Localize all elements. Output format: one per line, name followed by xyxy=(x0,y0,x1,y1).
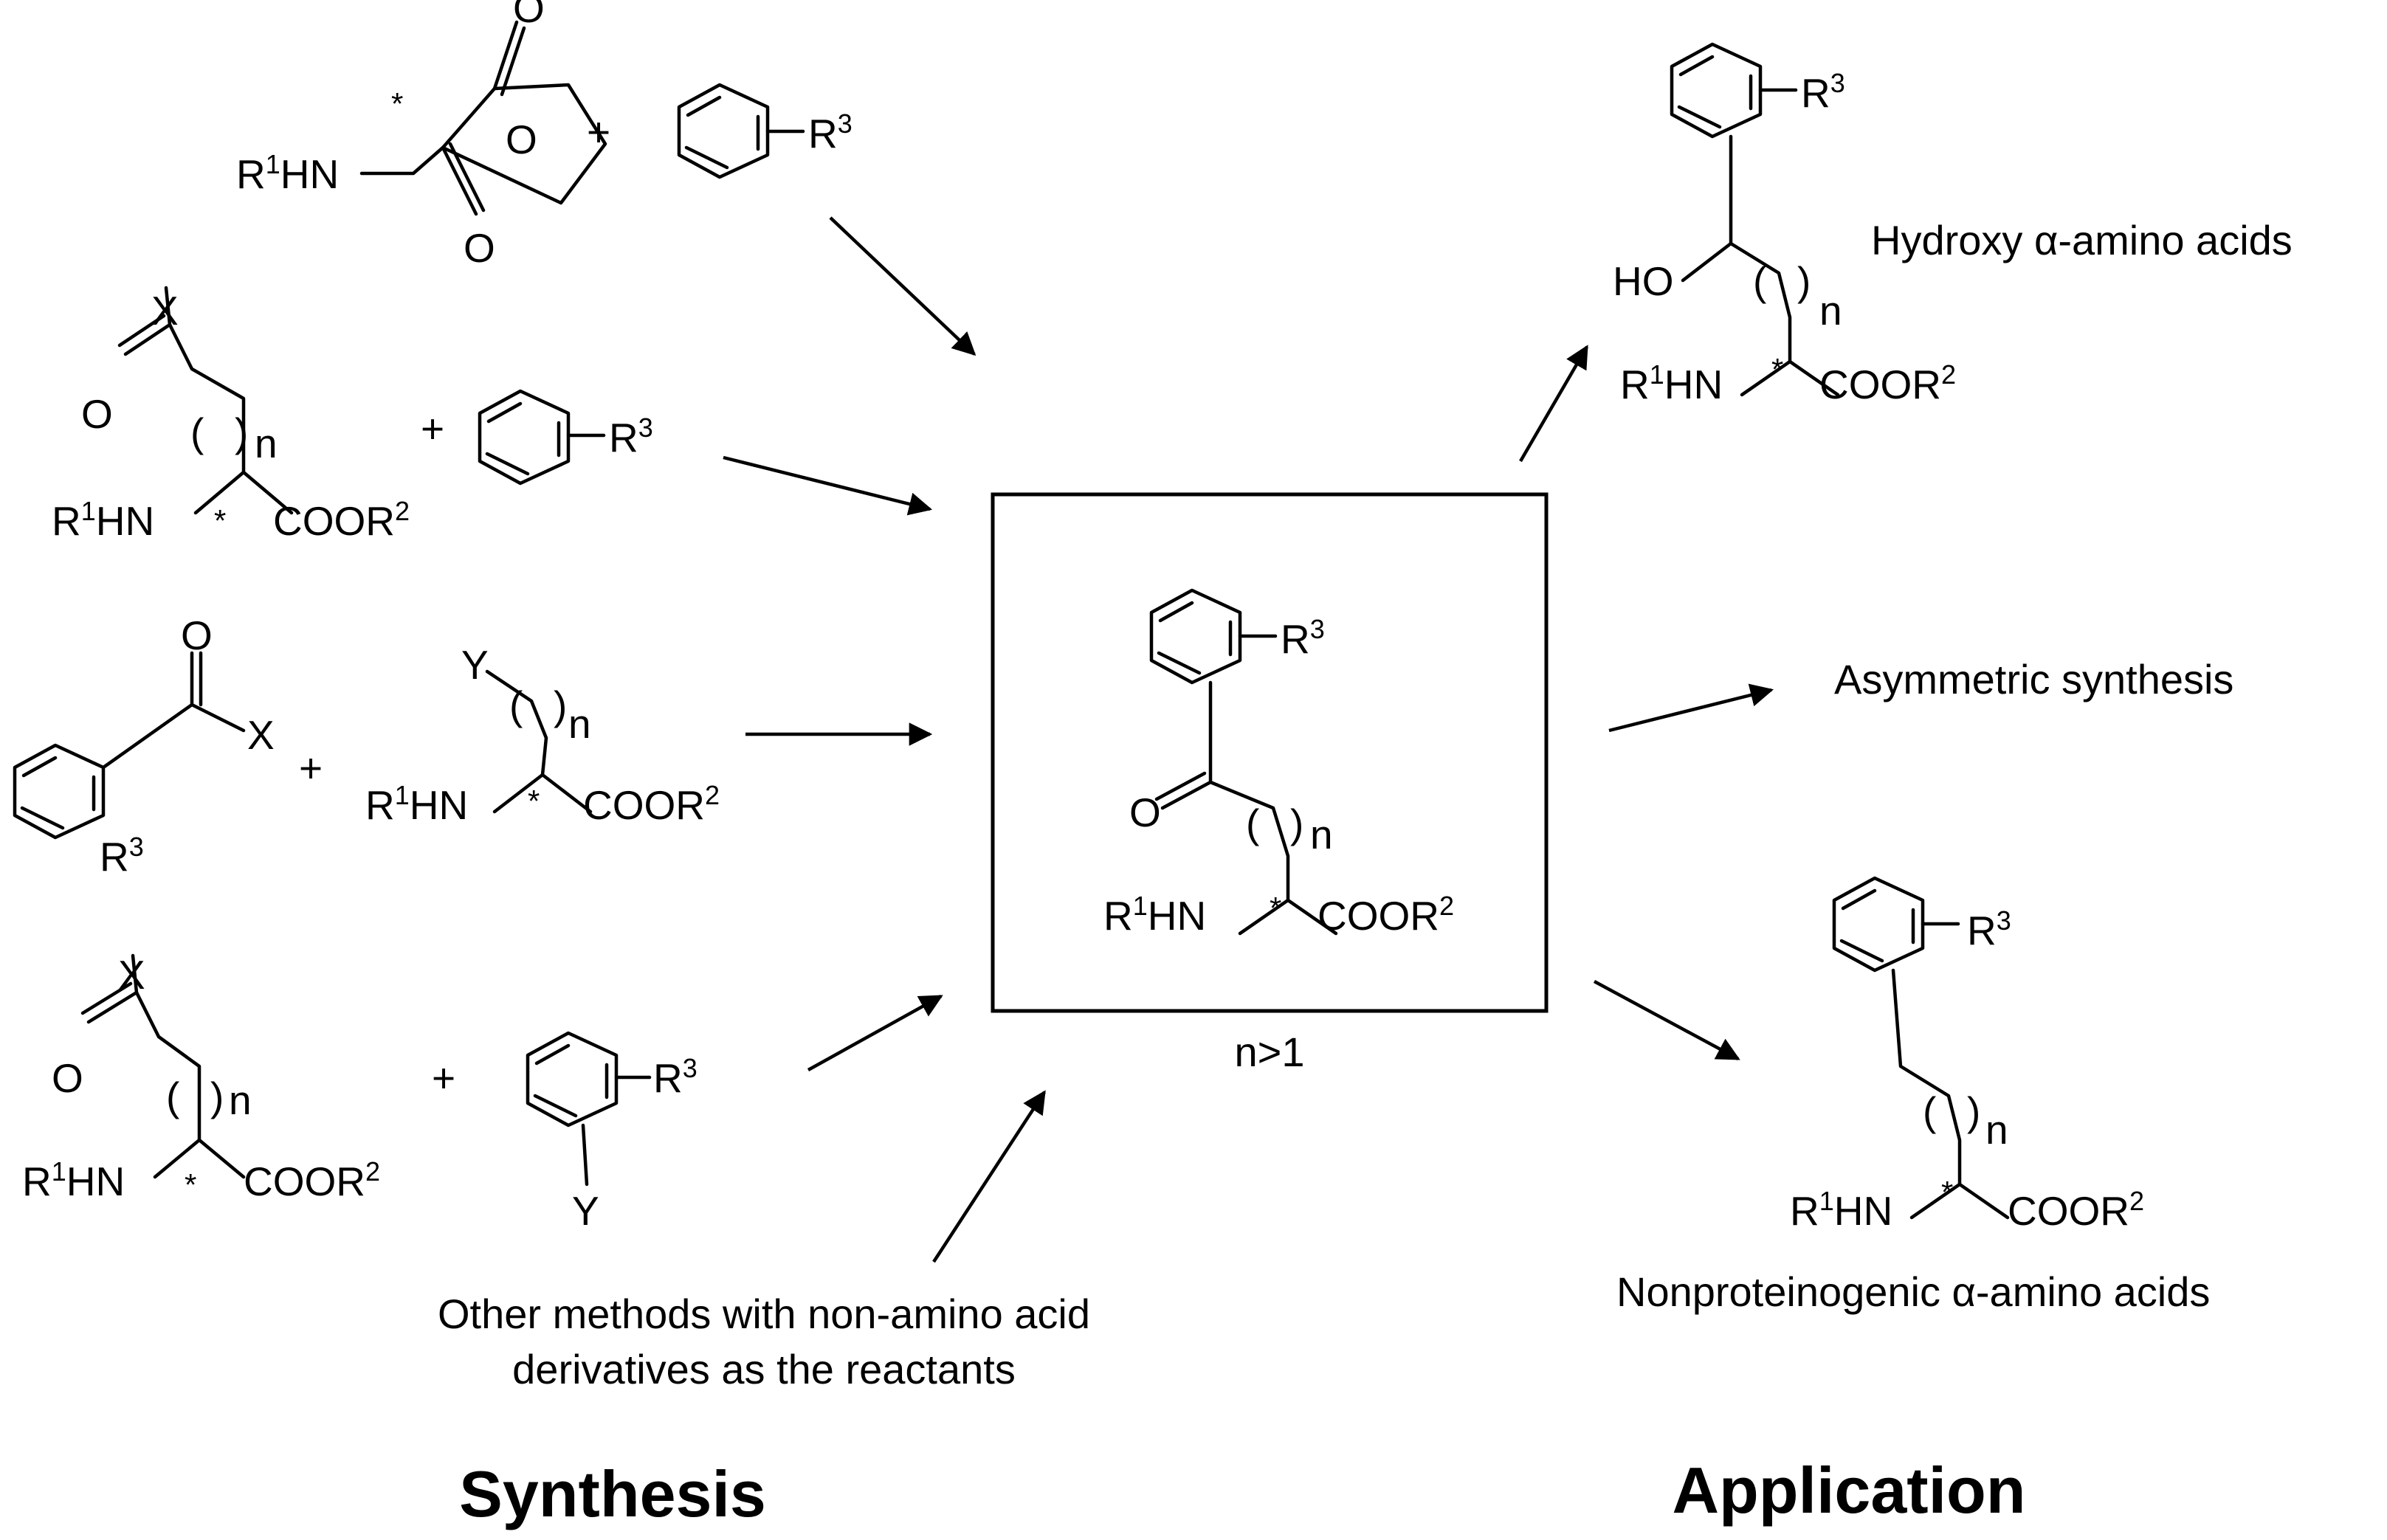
svg-text:(: ( xyxy=(509,683,523,728)
svg-text:COOR2: COOR2 xyxy=(2008,1186,2144,1234)
condition-label: n>1 xyxy=(1235,1029,1305,1075)
caption-hydroxy: Hydroxy α-amino acids xyxy=(1871,217,2293,263)
svg-text:*: * xyxy=(1270,891,1281,925)
svg-text:HO: HO xyxy=(1613,258,1674,304)
svg-text:O: O xyxy=(52,1055,83,1101)
svg-text:R3: R3 xyxy=(1801,68,1845,116)
svg-text:): ) xyxy=(235,410,248,455)
svg-text:COOR2: COOR2 xyxy=(273,496,410,544)
svg-text:(: ( xyxy=(190,410,204,455)
svg-text:n: n xyxy=(255,421,278,466)
svg-text:): ) xyxy=(1797,258,1811,304)
arrow-synthesis-2 xyxy=(723,455,933,516)
svg-text:R3: R3 xyxy=(100,832,144,880)
svg-text:n: n xyxy=(1819,288,1842,334)
svg-text:COOR2: COOR2 xyxy=(583,780,720,828)
svg-text:R1HN: R1HN xyxy=(1103,891,1206,939)
svg-text:X: X xyxy=(151,288,179,334)
svg-text:+: + xyxy=(432,1055,455,1101)
svg-text:R3: R3 xyxy=(609,412,653,460)
caption-other-methods-1: Other methods with non-amino acid xyxy=(438,1291,1090,1337)
svg-text:R1HN: R1HN xyxy=(365,780,468,828)
arrow-synthesis-4 xyxy=(807,995,943,1071)
svg-text:): ) xyxy=(554,683,567,728)
heading-application: Application xyxy=(1672,1454,2025,1527)
svg-text:+: + xyxy=(421,406,444,452)
arrow-application-1 xyxy=(1519,345,1588,463)
product-box xyxy=(991,492,1549,1013)
svg-text:R1HN: R1HN xyxy=(236,149,339,197)
svg-text:+: + xyxy=(587,109,610,155)
reactant-aroyl-x: O X R3 + xyxy=(13,612,323,880)
reactant-acyl-amino-acid-2: X O ( ) n * R1HN COOR2 + xyxy=(22,952,455,1204)
svg-text:COOR2: COOR2 xyxy=(1318,891,1454,939)
reactant-arene-1: R3 xyxy=(677,83,852,179)
svg-text:O: O xyxy=(506,117,537,162)
svg-text:+: + xyxy=(299,745,323,791)
svg-text:n: n xyxy=(568,701,591,747)
svg-text:R1HN: R1HN xyxy=(52,496,154,544)
caption-other-methods-2: derivatives as the reactants xyxy=(512,1346,1016,1392)
svg-text:R3: R3 xyxy=(1967,905,2011,953)
svg-text:n: n xyxy=(1985,1107,2008,1153)
svg-text:X: X xyxy=(118,952,145,998)
arrow-synthesis-5 xyxy=(932,1090,1046,1263)
arrow-synthesis-1 xyxy=(829,216,976,356)
svg-text:*: * xyxy=(214,503,226,538)
reactant-acyl-amino-acid: X O ( ) n * R1HN COOR2 + xyxy=(52,286,444,544)
svg-text:O: O xyxy=(1129,790,1161,835)
svg-text:n: n xyxy=(229,1077,252,1123)
svg-text:X: X xyxy=(247,712,275,758)
svg-text:O: O xyxy=(513,0,545,31)
svg-text:O: O xyxy=(181,612,213,658)
svg-text:n: n xyxy=(1310,812,1333,857)
arrow-application-2 xyxy=(1608,683,1774,733)
svg-text:*: * xyxy=(1771,352,1783,387)
svg-text:R1HN: R1HN xyxy=(22,1156,125,1204)
product-hydroxy-amino-acid: R3 HO ( ) n * R1HN COOR2 xyxy=(1613,42,1956,407)
svg-text:O: O xyxy=(81,391,113,437)
reactant-arene-2: R3 xyxy=(478,389,653,486)
svg-text:*: * xyxy=(528,784,540,818)
reactant-aryl-y: R3 Y xyxy=(526,1031,698,1234)
svg-text:R1HN: R1HN xyxy=(1620,359,1723,407)
svg-text:(: ( xyxy=(166,1074,179,1119)
caption-asymmetric: Asymmetric synthesis xyxy=(1834,656,2233,702)
svg-text:O: O xyxy=(464,225,495,271)
svg-text:Y: Y xyxy=(461,642,489,688)
svg-text:COOR2: COOR2 xyxy=(244,1156,380,1204)
svg-text:*: * xyxy=(185,1167,196,1202)
svg-text:R3: R3 xyxy=(808,108,852,156)
svg-text:R3: R3 xyxy=(1281,614,1325,662)
svg-text:*: * xyxy=(391,86,403,121)
svg-text:): ) xyxy=(1290,801,1303,846)
svg-text:(: ( xyxy=(1753,258,1766,304)
central-product: R3 O ( ) n * R1HN COOR2 xyxy=(1103,588,1454,939)
product-nonproteinogenic-amino-acid: R3 ( ) n * R1HN COOR2 xyxy=(1790,876,2144,1234)
svg-text:(: ( xyxy=(1923,1088,1936,1134)
reactant-anhydride: R1HN * O O O + xyxy=(236,0,610,271)
heading-synthesis: Synthesis xyxy=(459,1457,766,1530)
svg-text:*: * xyxy=(1941,1175,1953,1209)
svg-text:R1HN: R1HN xyxy=(1790,1186,1892,1234)
svg-text:Y: Y xyxy=(572,1188,599,1234)
svg-text:R3: R3 xyxy=(653,1053,698,1101)
svg-text:COOR2: COOR2 xyxy=(1819,359,1956,407)
svg-text:): ) xyxy=(210,1074,224,1119)
arrow-application-3 xyxy=(1593,980,1740,1060)
svg-text:(: ( xyxy=(1246,801,1259,846)
svg-text:): ) xyxy=(1967,1088,1980,1134)
reactant-amino-acid-y: Y ( ) n * R1HN COOR2 xyxy=(365,642,720,828)
caption-nonproteinogenic: Nonproteinogenic α-amino acids xyxy=(1616,1268,2210,1315)
